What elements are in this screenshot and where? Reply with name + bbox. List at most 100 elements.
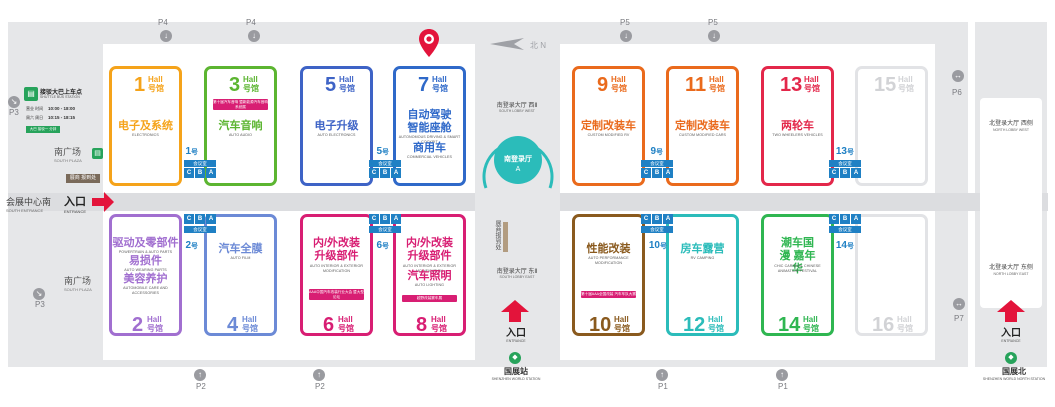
hall-number: 13 (780, 74, 803, 96)
hall-subtitle: POWERTRAIN & AUTO PARTS (118, 250, 173, 254)
meeting-label: 会议室 (369, 226, 401, 233)
hall-subtitle-2: AUTO WEARING PARTS (124, 268, 167, 272)
hall-title-2: 商用车 (413, 142, 446, 154)
meeting-cell: C (829, 168, 839, 178)
meeting-label: 会议室 (369, 160, 401, 167)
entrance-main-en: ENTRANCE (64, 209, 87, 214)
parking-label: P5 (620, 18, 630, 27)
hall-zh: 号馆 (614, 324, 630, 333)
hall-en: Hall (242, 315, 257, 324)
hall-title: 内/外改装 升级部件 (312, 237, 361, 262)
meeting-room[interactable]: 会议室 C B A (184, 160, 216, 192)
hall-6[interactable]: 内/外改装 升级部件 AUTO INTERIOR & EXTERIOR MODI… (300, 214, 373, 336)
north-lobby-inner (980, 98, 1042, 308)
meeting-room[interactable]: C B A 会议室 (641, 214, 673, 246)
parking-icon: ↑ (313, 369, 325, 381)
entrance-small: 入口 ENTRANCE (494, 324, 538, 343)
hall-zh: 号馆 (803, 324, 819, 333)
hall-11[interactable]: 11 Hall 号馆 定制改装车 CUSTOM MODIFIED CARS (666, 66, 739, 186)
hall-1[interactable]: 1 Hall 号馆 电子及系统 ELECTRONICS (109, 66, 182, 186)
south-lobby-west-zh: 南登录大厅 西Ⅱ (496, 103, 538, 109)
meeting-label: 会议室 (641, 160, 673, 167)
south-lobby-east: 南登录大厅 东Ⅱ SOUTH LOBBY EAST (480, 266, 554, 279)
metro-south-en: SHENZHEN WORLD STATION (491, 377, 541, 381)
hall-16[interactable]: 16 Hall 号馆 (855, 214, 928, 336)
south-plaza-bottom: 南广场 SOUTH PLAZA (64, 274, 92, 292)
hall-12[interactable]: 房车露营 RV CAMPING 12 Hall 号馆 (666, 214, 739, 336)
hall-14[interactable]: 潮车国漫 嘉年华 CHIC CARNIVAL CHINESE ANIMATION… (761, 214, 834, 336)
meeting-cell: A (391, 168, 401, 178)
hall-tag: 第十届汽车音响 暨新能源汽车音响系统展 (213, 99, 268, 111)
meeting-cell: B (195, 214, 205, 224)
meeting-room[interactable]: 会议室 C B A (641, 160, 673, 192)
meeting-cell: A (206, 168, 216, 178)
shuttle-badge: 大巴 接驳一 分钟 (26, 126, 60, 133)
door-guan: 号 (382, 149, 389, 156)
parking-icon: ↘ (8, 96, 20, 108)
hall-13[interactable]: 13 Hall 号馆 两轮车 TWO WHEELERS VEHICLES (761, 66, 834, 186)
door-guan: 号 (656, 149, 663, 156)
meeting-cell: A (391, 214, 401, 224)
north-lobby-east-zh: 北登录大厅 东侧 (989, 265, 1033, 271)
hall-zh: 号馆 (147, 324, 163, 333)
hall-zh: 号馆 (431, 324, 447, 333)
hall-zh: 号馆 (338, 324, 354, 333)
hall-8[interactable]: 内/外改装 升级部件 AUTO INTERIOR & EXTERIOR MODI… (393, 214, 466, 336)
hall-5[interactable]: 5 Hall 号馆 电子升级 AUTO ELECTRONICS (300, 66, 373, 186)
south-plaza-bottom-zh: 南广场 (64, 276, 92, 286)
door-label: 13号 (834, 146, 854, 158)
hall-zh: 号馆 (709, 84, 725, 93)
south-plaza-top: 南广场 SOUTH PLAZA (54, 145, 82, 163)
meeting-room[interactable]: C B A 会议室 (184, 214, 216, 246)
hall-9[interactable]: 9 Hall 号馆 定制改装车 CUSTOM MODIFIED RV (572, 66, 645, 186)
meeting-label: 会议室 (829, 226, 861, 233)
hall-10[interactable]: 性能改装 AUTO PERFORMANCE MODIFICATION 第十届AA… (572, 214, 645, 336)
parking-label: P1 (658, 382, 668, 391)
shuttle-line1-label: 营业 时间 (26, 106, 44, 111)
lobby-circle[interactable]: 南登录厅 A (480, 118, 556, 194)
parking-icon: ↑ (194, 369, 206, 381)
meeting-room[interactable]: C B A 会议室 (829, 214, 861, 246)
entrance-small-north: 入口 ENTRANCE (989, 324, 1033, 343)
meeting-cell: B (840, 214, 850, 224)
entrance-arrow-icon (92, 192, 114, 212)
door-number: 10 (648, 240, 660, 251)
door-label: 9号 (645, 146, 663, 158)
entrance-small-en: ENTRANCE (506, 339, 526, 343)
hall-en: Hall (148, 75, 163, 84)
south-plaza-top-en: SOUTH PLAZA (54, 158, 82, 163)
door-label: 5号 (373, 146, 389, 158)
hall-3[interactable]: 3 Hall 号馆 第十届汽车音响 暨新能源汽车音响系统展 汽车音响 AUTO … (204, 66, 277, 186)
shuttle-line1-time: 10:00 - 18:00 (48, 106, 76, 111)
meeting-room[interactable]: C B A 会议室 (369, 214, 401, 246)
hall-subtitle: CHIC CARNIVAL CHINESE ANIMATION FESTIVAL (774, 264, 821, 273)
entrance-up-icon (991, 298, 1031, 324)
parking-label: P4 (246, 18, 256, 27)
hall-title: 两轮车 (781, 120, 814, 132)
hall-en: Hall (339, 75, 354, 84)
hall-en: Hall (431, 315, 446, 324)
south-lobby-east-zh: 南登录大厅 东Ⅱ (496, 269, 538, 275)
door-guan: 号 (382, 243, 389, 250)
hall-15[interactable]: 15 Hall 号馆 (855, 66, 928, 186)
entrance-small-zh: 入口 (506, 328, 526, 339)
hall-tag: AAA中国汽车改装行业大会 暨大型论坛 (309, 289, 364, 301)
meeting-room[interactable]: 会议室 C B A (369, 160, 401, 192)
hall-7[interactable]: 7 Hall 号馆 自动驾驶 智能座舱 AUTONOMOUS DRIVING &… (393, 66, 466, 186)
hall-number: 11 (685, 74, 707, 96)
hall-2[interactable]: 驱动及零部件 POWERTRAIN & AUTO PARTS 易损件 AUTO … (109, 214, 182, 336)
hall-zh: 号馆 (897, 324, 913, 333)
hall-number: 5 (325, 74, 337, 96)
hall-zh: 号馆 (148, 84, 164, 93)
hall-title-2: 易损件 (129, 255, 162, 267)
meeting-cell: C (641, 214, 651, 224)
north-lobby-west-zh: 北登录大厅 西侧 (989, 121, 1033, 127)
hall-4[interactable]: 汽车全膜 AUTO FILM 4 Hall 号馆 (204, 214, 277, 336)
meeting-cell: C (829, 214, 839, 224)
hall-en: Hall (147, 315, 162, 324)
metro-north-icon: ◆ (1005, 352, 1017, 364)
meeting-room[interactable]: 会议室 C B A (829, 160, 861, 192)
shuttle-line2-label: 周六 周日 (26, 115, 44, 120)
hall-en: Hall (709, 75, 724, 84)
parking-icon: ↓ (248, 30, 260, 42)
